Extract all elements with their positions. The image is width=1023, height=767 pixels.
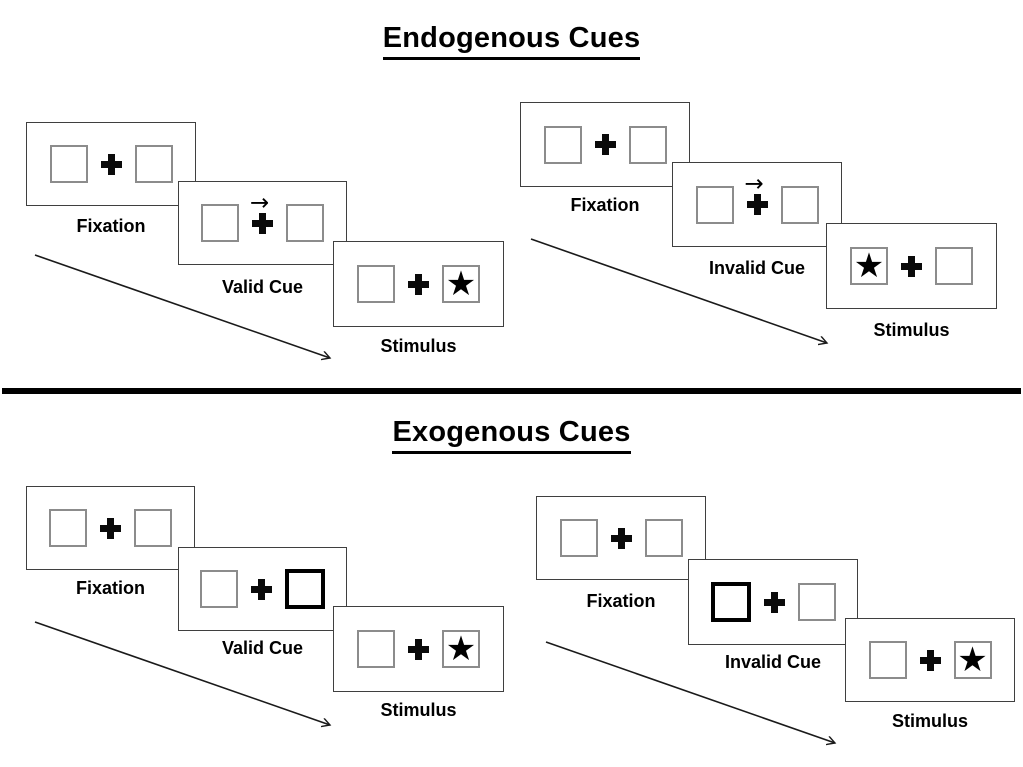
section-title-exogenous: Exogenous Cues bbox=[0, 416, 1023, 454]
fixation-cross-icon bbox=[594, 134, 616, 155]
panel-label: Valid Cue bbox=[221, 277, 304, 297]
right-placeholder-box bbox=[628, 125, 667, 164]
fixation-cross-icon bbox=[408, 273, 429, 295]
panel-label: Invalid Cue bbox=[708, 258, 806, 278]
star-stimulus-box: ★ bbox=[442, 265, 480, 303]
stimulus-panel: ★ bbox=[826, 223, 997, 309]
star-icon: ★ bbox=[853, 245, 885, 286]
left-placeholder-box bbox=[695, 185, 734, 224]
fixation-cross-icon bbox=[251, 578, 272, 600]
fixation-panel bbox=[26, 486, 195, 570]
right-placeholder-box bbox=[644, 519, 683, 557]
timeline-arrow bbox=[545, 641, 846, 754]
fixation-cross-icon bbox=[100, 153, 122, 175]
panel-label: Invalid Cue bbox=[724, 652, 822, 672]
panel-label: Stimulus bbox=[380, 700, 457, 720]
timeline-arrow bbox=[34, 254, 340, 368]
right-placeholder-box bbox=[286, 204, 324, 242]
timeline-arrow bbox=[530, 238, 837, 353]
invalid-cue-panel: → bbox=[672, 162, 842, 247]
right-placeholder-box bbox=[935, 247, 973, 285]
stimulus-panel: ★ bbox=[845, 618, 1015, 702]
left-placeholder-box bbox=[357, 630, 395, 668]
fixation-panel bbox=[520, 102, 690, 187]
panel-label: Fixation bbox=[570, 195, 640, 215]
fixation-cross-icon bbox=[901, 255, 922, 277]
panel-label: Fixation bbox=[75, 578, 145, 598]
right-placeholder-box bbox=[134, 509, 172, 547]
panel-label: Stimulus bbox=[891, 711, 968, 731]
fixation-panel bbox=[26, 122, 196, 206]
star-stimulus-box: ★ bbox=[442, 630, 480, 668]
cue-arrow-icon: → bbox=[744, 171, 764, 197]
star-icon: ★ bbox=[957, 639, 988, 680]
left-placeholder-box bbox=[559, 519, 598, 557]
timeline-arrow bbox=[34, 621, 340, 735]
valid-cue-panel: → bbox=[178, 181, 347, 265]
star-icon: ★ bbox=[445, 628, 477, 669]
left-placeholder-box bbox=[201, 204, 239, 242]
right-placeholder-box bbox=[134, 145, 173, 183]
left-placeholder-box bbox=[868, 641, 907, 679]
left-placeholder-box bbox=[543, 125, 582, 164]
valid-cue-panel bbox=[178, 547, 347, 631]
fixation-cross-icon bbox=[252, 212, 273, 234]
star-stimulus-box: ★ bbox=[850, 247, 888, 285]
fixation-panel bbox=[536, 496, 706, 580]
left-placeholder-box bbox=[49, 509, 87, 547]
star-icon: ★ bbox=[445, 263, 477, 304]
star-stimulus-box: ★ bbox=[953, 639, 992, 680]
right-placeholder-box bbox=[780, 185, 819, 224]
left-placeholder-box bbox=[200, 570, 238, 608]
cue-highlight-box bbox=[285, 569, 325, 609]
fixation-cross-icon bbox=[610, 527, 632, 549]
fixation-cross-icon bbox=[746, 194, 768, 215]
stimulus-panel: ★ bbox=[333, 606, 504, 692]
fixation-cross-icon bbox=[100, 517, 121, 539]
panel-label: Stimulus bbox=[380, 336, 457, 356]
section-divider bbox=[2, 388, 1021, 394]
invalid-cue-panel bbox=[688, 559, 858, 645]
stimulus-panel: ★ bbox=[333, 241, 504, 327]
panel-label: Fixation bbox=[586, 591, 656, 611]
panel-label: Valid Cue bbox=[221, 638, 304, 658]
panel-label: Fixation bbox=[76, 216, 146, 236]
cue-arrow-icon: → bbox=[250, 189, 270, 216]
fixation-cross-icon bbox=[919, 649, 941, 671]
cue-highlight-box bbox=[710, 582, 751, 622]
panel-label: Stimulus bbox=[873, 320, 950, 340]
right-placeholder-box bbox=[797, 583, 836, 621]
left-placeholder-box bbox=[357, 265, 395, 303]
fixation-cross-icon bbox=[408, 638, 429, 660]
fixation-cross-icon bbox=[763, 591, 785, 613]
section-title-endogenous: Endogenous Cues bbox=[0, 22, 1023, 60]
left-placeholder-box bbox=[49, 145, 88, 183]
